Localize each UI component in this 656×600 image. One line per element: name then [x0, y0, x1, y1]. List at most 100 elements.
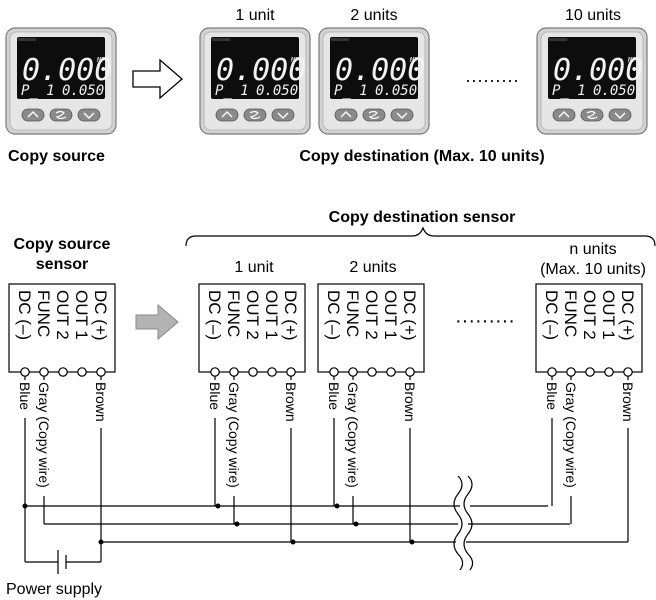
top-unit-label-10: 10 units: [565, 7, 621, 24]
destination-brace: [185, 226, 656, 247]
pin-label: DC (+): [281, 290, 300, 341]
n-units-label-2: (Max. 10 units): [540, 261, 646, 278]
top-unit-label-2: 2 units: [350, 7, 397, 24]
lcd-main-value: 0.000: [22, 53, 112, 88]
terminal-pin: [367, 367, 377, 377]
junction-dot: [409, 539, 415, 545]
terminal-pin: [329, 367, 339, 377]
terminal-pin: [210, 367, 220, 377]
lcd-main-value: 0.000: [553, 53, 643, 88]
pin-label: DC (+): [91, 290, 110, 341]
pin-label: OUT 1: [381, 290, 400, 340]
pin-label: OUT 2: [580, 290, 599, 340]
lcd-sub-left: P_ 1: [21, 83, 55, 99]
terminal-pin: [348, 367, 358, 377]
pin-label: DC (–): [15, 290, 34, 340]
pin-label: DC (–): [324, 290, 343, 340]
sensor-body: [198, 283, 306, 373]
brown-wire-label: Brown: [620, 382, 636, 422]
lcd-unit: MPa: [627, 56, 641, 64]
terminal-pin: [58, 367, 68, 377]
terminal-pin: [229, 367, 239, 377]
pin-label: DC (–): [205, 290, 224, 340]
terminal-pin: [20, 367, 30, 377]
break-mark-left: [453, 475, 464, 571]
wiring-ellipsis: ·········: [455, 310, 515, 332]
terminal-pin: [623, 367, 633, 377]
power-supply-label: Power supply: [6, 581, 102, 598]
blue-wire-label: Blue: [544, 382, 560, 410]
junction-dot: [290, 539, 296, 545]
pin-label: FUNC: [224, 290, 243, 337]
wiring-unit-label-2: 2 units: [349, 259, 396, 276]
pin-label: DC (+): [618, 290, 637, 341]
pin-label: OUT 1: [72, 290, 91, 340]
source-sensor-title-1: Copy source: [14, 236, 111, 253]
bus-lines: [25, 475, 628, 571]
top-ellipsis: ·········: [465, 70, 519, 90]
n-units-label-1: n units: [569, 241, 616, 258]
pin-label: OUT 1: [262, 290, 281, 340]
junction-dot: [353, 521, 359, 527]
sensor-body: [535, 283, 643, 373]
pin-label: OUT 2: [53, 290, 72, 340]
lcd-unit: MPa: [409, 56, 423, 64]
terminal-pin: [386, 367, 396, 377]
brown-wire-label: Brown: [402, 382, 418, 422]
blue-wire-label: Blue: [17, 382, 33, 410]
pin-label: FUNC: [343, 290, 362, 337]
terminal-pin: [604, 367, 614, 377]
junction-dot: [215, 503, 221, 509]
pin-label: DC (–): [542, 290, 561, 340]
copy-source-label: Copy source: [8, 148, 105, 165]
source-device: 0.000 MPa P_ 1 0.050: [5, 27, 117, 135]
power-supply: Power supply: [6, 506, 102, 598]
junction-dot: [234, 521, 240, 527]
pin-label: FUNC: [34, 290, 53, 337]
blue-wire-label: Blue: [326, 382, 342, 410]
terminal-pin: [547, 367, 557, 377]
terminal-pin: [39, 367, 49, 377]
lcd-sub-right: 0.050: [62, 83, 104, 99]
pin-label: FUNC: [561, 290, 580, 337]
lcd-main-value: 0.000: [335, 53, 425, 88]
destination-device-2: 0.000 MPa P_ 1 0.050: [318, 27, 430, 135]
terminal-pin: [267, 367, 277, 377]
pin-label: OUT 2: [243, 290, 262, 340]
hollow-arrow-top: [132, 58, 183, 100]
gray-wire-label: Gray (Copy wire): [226, 382, 242, 488]
destination-device-1: 0.000 MPa P_ 1 0.050: [199, 27, 311, 135]
terminal-pin: [248, 367, 258, 377]
gray-wire-label: Gray (Copy wire): [36, 382, 52, 488]
destination-device-10: 0.000 MPa P_ 1 0.050: [536, 27, 648, 135]
sensor-body: [317, 283, 425, 373]
blue-wire-label: Blue: [207, 382, 223, 410]
lcd-sub-right: 0.050: [593, 83, 635, 99]
brown-wire-label: Brown: [283, 382, 299, 422]
terminal-pin: [286, 367, 296, 377]
brown-wire-label: Brown: [93, 382, 109, 422]
source-sensor-title-2: sensor: [36, 256, 88, 273]
copy-destination-label: Copy destination (Max. 10 units): [299, 148, 544, 165]
pin-label: OUT 2: [362, 290, 381, 340]
top-section: 1 unit 2 units 10 units 0.000 MPa P_ 1 0…: [5, 7, 648, 165]
lcd-sub-left: P_ 1: [552, 83, 586, 99]
lcd-unit: MPa: [96, 56, 110, 64]
gray-wire-label: Gray (Copy wire): [345, 382, 361, 488]
destination-sensor-title: Copy destination sensor: [329, 209, 516, 226]
gray-arrow: [135, 303, 179, 341]
top-unit-label-1: 1 unit: [235, 7, 275, 24]
wiring-section: Copy destination sensor Copy source sens…: [6, 209, 656, 598]
lcd-sub-left: P_ 1: [215, 83, 249, 99]
pin-label: DC (+): [400, 290, 419, 341]
gray-wire-label: Gray (Copy wire): [563, 382, 579, 488]
lcd-sub-right: 0.050: [375, 83, 417, 99]
break-mark-right: [463, 475, 474, 571]
terminal-pin: [96, 367, 106, 377]
